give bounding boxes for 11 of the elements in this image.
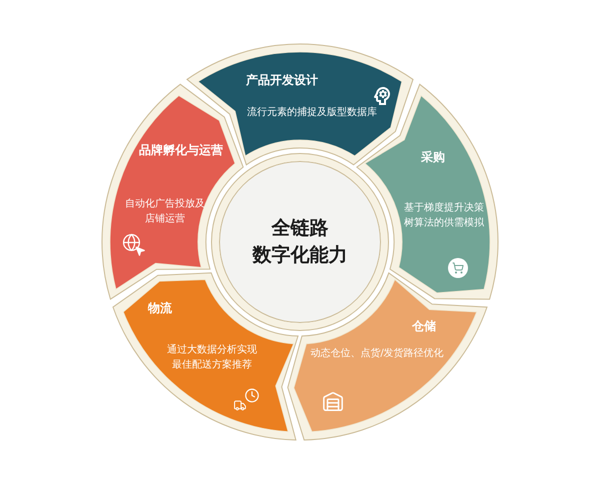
- segment-description: 通过大数据分析实现最佳配送方案推荐: [166, 344, 258, 372]
- segment-description: 基于梯度提升决策树算法的供需模拟: [403, 202, 485, 230]
- segment-title: 仓储: [412, 318, 436, 334]
- segment-description: 流行元素的捕捉及版型数据库: [247, 106, 377, 120]
- segment-title: 产品开发设计: [246, 72, 318, 88]
- segment-title: 品牌孵化与运营: [139, 142, 223, 158]
- segment-title: 采购: [421, 150, 445, 164]
- segment-title: 物流: [148, 300, 172, 316]
- segment-description: 动态仓位、点货/发货路径优化: [310, 346, 444, 361]
- hub-label: 全链路数字化能力: [252, 216, 348, 268]
- segment-description: 自动化广告投放及店铺运营: [124, 198, 206, 226]
